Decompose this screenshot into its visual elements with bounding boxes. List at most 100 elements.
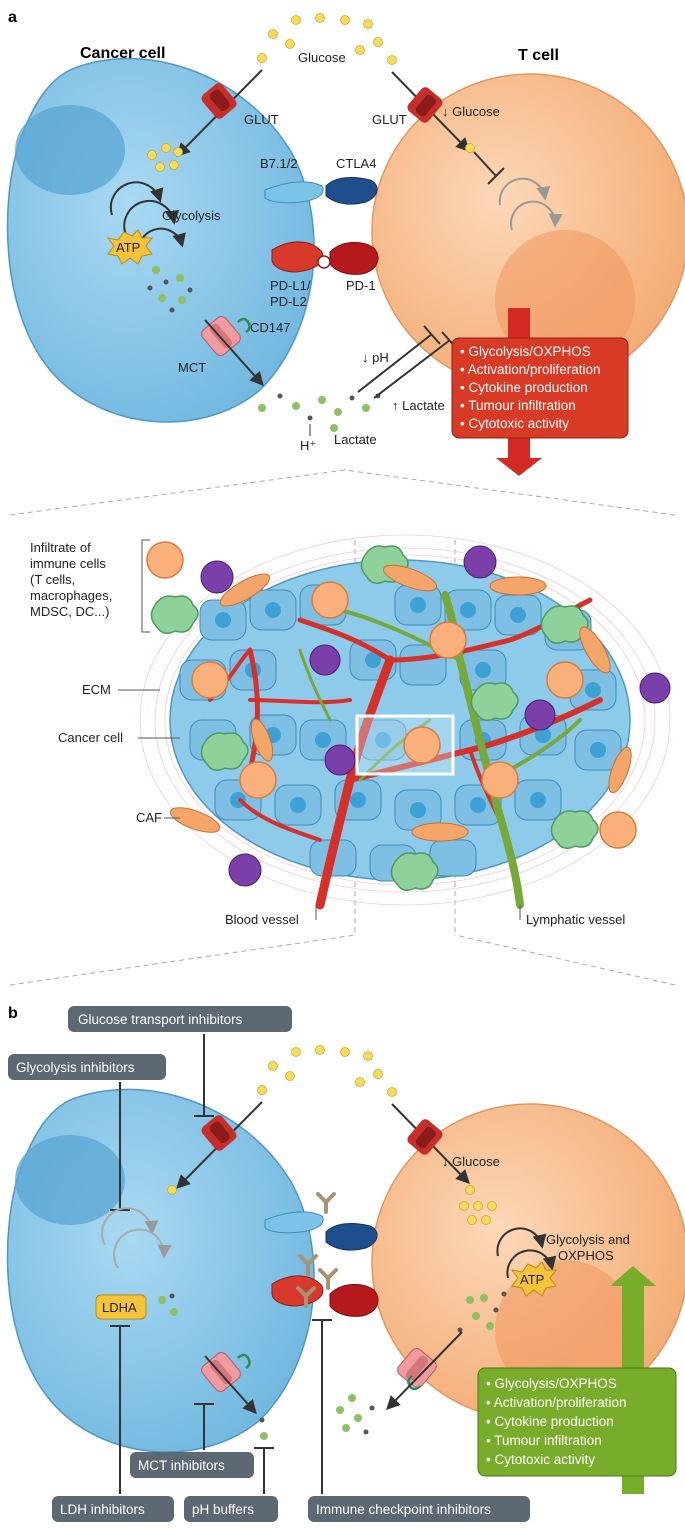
atp-label-a: ATP	[116, 240, 140, 255]
red-box-line-5: • Cytotoxic activity	[460, 416, 569, 431]
down-glucose-b: ↓ Glucose	[442, 1154, 500, 1169]
panel-a-letter: a	[8, 9, 17, 26]
glucose-label-a: Glucose	[298, 50, 346, 65]
cancer-cell-title: Cancer cell	[80, 45, 165, 62]
glucose-transport-inhibitors-pill: Glucose transport inhibitors	[68, 1006, 292, 1032]
mct-transporter-tcell-b	[397, 1348, 437, 1388]
infiltrate-line-4: macrophages,	[30, 588, 112, 603]
ldha-label: LDHA	[102, 1300, 137, 1315]
blood-vessel-label: Blood vessel	[225, 912, 299, 927]
infiltrate-line-3: (T cells,	[30, 572, 75, 587]
atp-star-a	[106, 229, 153, 265]
glycolysis-inhibitors-pill: Glycolysis inhibitors	[8, 1054, 166, 1080]
glut-left-label: GLUT	[244, 112, 279, 127]
glut-transporter-left-b	[201, 1115, 237, 1151]
lactate-label-a: Lactate	[334, 432, 377, 447]
red-box-line-3: • Cytokine production	[460, 380, 588, 395]
tcell-extracellular-lactate-b	[336, 1394, 375, 1435]
cd147-label: CD147	[250, 320, 290, 335]
down-ph-label: ↓ pH	[362, 350, 389, 365]
cancer-cell-tumour-label: Cancer cell	[58, 730, 123, 745]
ldha-box	[95, 1294, 147, 1320]
t-cell-title: T cell	[518, 47, 559, 64]
pd1-label: PD-1	[346, 278, 376, 293]
pdl1-ligand-b	[271, 1275, 324, 1307]
glut-right-label: GLUT	[372, 112, 407, 127]
lactate-export-arrow-b	[204, 1355, 257, 1415]
green-box-line-1: • Glycolysis/OXPHOS	[486, 1376, 617, 1391]
extracellular-lactate-a	[258, 393, 381, 432]
glucose-dots-a	[257, 13, 397, 65]
lactate-dots-in-cancer-b	[158, 1293, 178, 1316]
ldh-inhibitors-pill: LDH inhibitors	[52, 1496, 174, 1522]
tcell-lactate-export-arrow	[386, 1331, 463, 1411]
b7-ligand-b	[264, 1211, 324, 1234]
h-plus-label: H⁺	[300, 438, 316, 453]
red-box-line-2: • Activation/proliferation	[460, 362, 601, 377]
atp-label-b: ATP	[520, 1272, 544, 1287]
glucose-in-tcell-b	[459, 1185, 497, 1225]
b7-ligand-a	[264, 181, 324, 204]
glut-transporter-right	[407, 87, 443, 123]
ctla4-label: CTLA4	[336, 156, 376, 171]
lactate-export-arrow-a	[204, 319, 264, 387]
pd1-receptor-a	[329, 242, 379, 275]
mct-label: MCT	[178, 360, 206, 375]
panel-b-letter: b	[8, 1005, 18, 1022]
pd-interface-a	[317, 255, 331, 269]
red-box-line-4: • Tumour infiltration	[460, 398, 576, 413]
pd1-receptor-b	[329, 1284, 379, 1317]
immune-checkpoint-inhibitors-text: Immune checkpoint inhibitors	[316, 1502, 491, 1517]
lymphatic-vessel-label: Lymphatic vessel	[526, 912, 625, 927]
green-box-line-2: • Activation/proliferation	[486, 1395, 627, 1410]
immune-checkpoint-inhibitors-pill: Immune checkpoint inhibitors	[308, 1496, 530, 1522]
glycolysis-inhibitors-text: Glycolysis inhibitors	[16, 1060, 135, 1075]
tumour-dendritic-cells	[200, 545, 671, 887]
oxphos-label: OXPHOS	[558, 1248, 614, 1263]
down-glucose-a: ↓ Glucose	[442, 104, 500, 119]
green-effects-box	[477, 1367, 677, 1477]
infiltrate-bracket	[141, 539, 150, 633]
up-lactate-label: ↑ Lactate	[392, 398, 445, 413]
tumour-cafs	[169, 564, 632, 842]
tcell-glucose-inhibit-line	[473, 151, 497, 177]
infiltrate-line-5: MDSC, DC...)	[30, 604, 109, 619]
red-box-line-1: • Glycolysis/OXPHOS	[460, 344, 591, 359]
green-box-line-5: • Cytotoxic activity	[486, 1452, 595, 1467]
green-up-arrow-head	[610, 1266, 656, 1286]
extracellular-lactate-b	[260, 1432, 268, 1440]
cancer-nucleus-b	[15, 1135, 125, 1225]
infiltrate-line-1: Infiltrate of	[30, 540, 91, 555]
infiltrate-line-2: immune cells	[30, 556, 106, 571]
glycolysis-cycle-grey-b	[101, 1207, 172, 1269]
cd147-glyph-a	[237, 317, 251, 334]
tumour-macrophages	[150, 545, 599, 891]
glycolysis-and-label: Glycolysis and	[546, 1232, 630, 1247]
pdl2-label: PD-L2	[270, 294, 307, 309]
glucose-dots-b	[257, 1045, 397, 1097]
ctla4-receptor-a	[325, 177, 378, 205]
glycolysis-label-a: Glycolysis	[162, 208, 221, 223]
green-box-line-3: • Cytokine production	[486, 1414, 614, 1429]
tcell-cycle-grey-a	[498, 177, 563, 231]
glucose-transport-inhibitors-text: Glucose transport inhibitors	[78, 1012, 243, 1027]
lactate-dots-in-cancer	[147, 266, 193, 313]
pdl1-ligand-a	[271, 241, 324, 273]
green-box-line-4: • Tumour infiltration	[486, 1433, 602, 1448]
glut-transporter-left	[201, 83, 237, 119]
red-effects-box	[451, 337, 629, 439]
ph-buffers-text: pH buffers	[192, 1502, 254, 1517]
ldh-inhibitors-text: LDH inhibitors	[60, 1502, 145, 1517]
mct-inhibitors-text: MCT inhibitors	[138, 1458, 225, 1473]
b7-label: B7.1/2	[260, 156, 298, 171]
atp-star-b	[510, 1261, 557, 1297]
extracellular-h-b	[259, 1417, 265, 1423]
tcell-glucose-inhibit-bar	[487, 167, 505, 185]
red-down-arrow-head	[496, 458, 542, 476]
glucose-in-cancer	[147, 143, 183, 172]
checkpoint-antibodies	[296, 1192, 338, 1308]
glucose-in-cancer-b	[167, 1185, 177, 1195]
glut-transporter-right-b	[407, 1119, 443, 1155]
ecm-label: ECM	[82, 682, 111, 697]
